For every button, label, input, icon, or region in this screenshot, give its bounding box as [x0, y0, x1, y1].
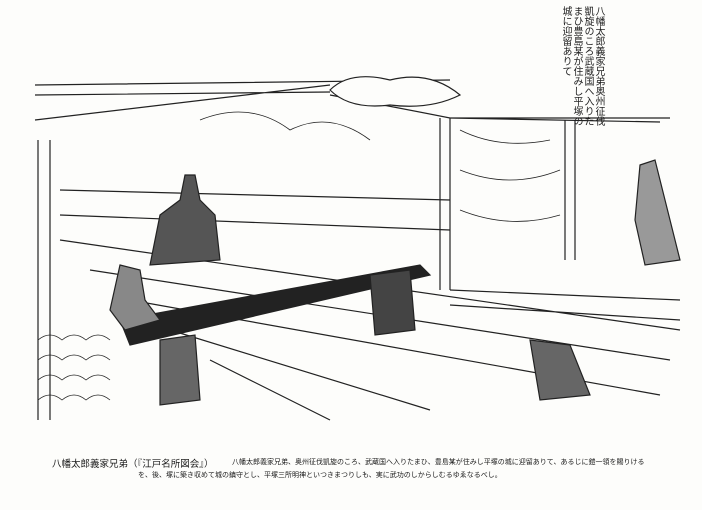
woodblock-illustration	[34, 76, 681, 421]
caption-text-line-2: を、後、塚に築き収めて城の鎮守とし、平塚三所明神といつきまつりしも、実に武功のし…	[138, 471, 502, 479]
caption-text-line-1: 八幡太郎義家兄弟、奥州征伐凱旋のころ、武蔵国へ入りたまひ、豊島某が住みし平塚の城…	[232, 458, 645, 466]
caption-title: 八幡太郎義家兄弟（『江戸名所図会』）	[52, 459, 214, 470]
seated-lord-figure	[149, 174, 221, 266]
illustration-inscription: 八幡太郎義家兄弟奥州征伐凱旋のころ武蔵国へ入りたまひ豊島某が住みし平塚の城に迎留…	[560, 6, 604, 126]
armor-figure	[369, 269, 416, 336]
